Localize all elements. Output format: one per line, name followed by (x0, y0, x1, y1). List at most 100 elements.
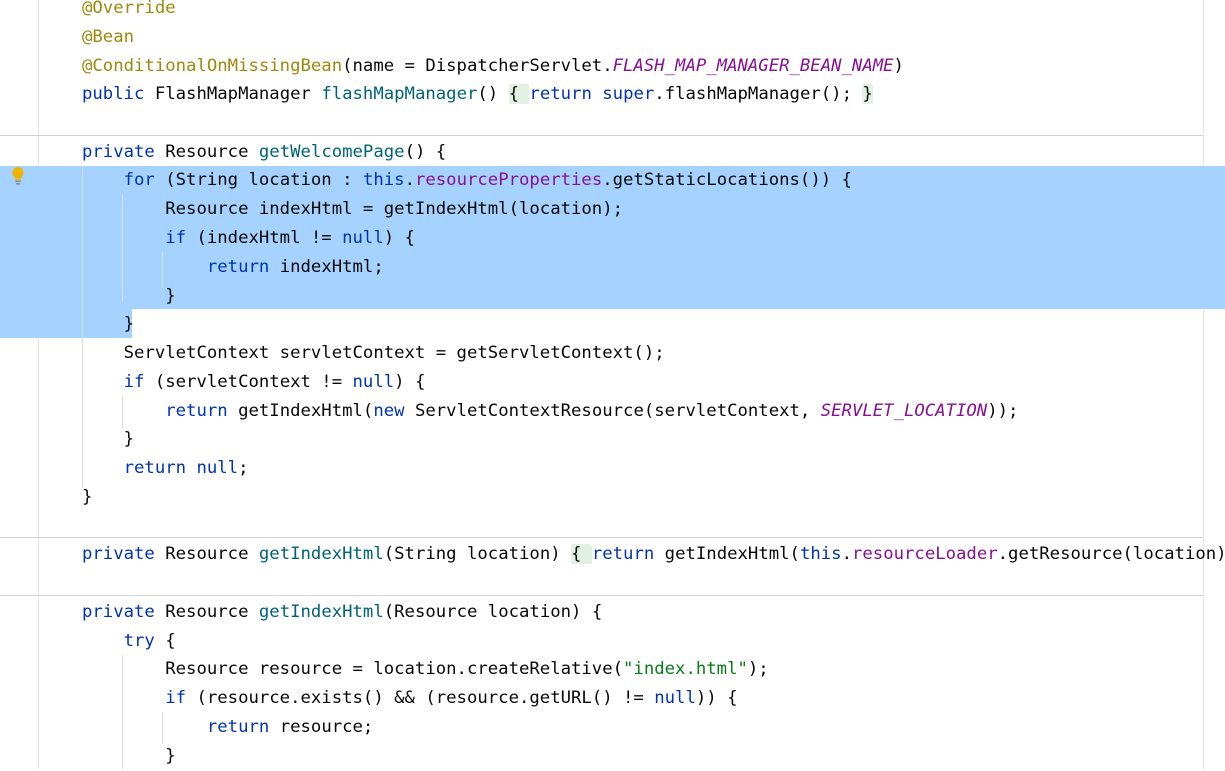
token-fold: { (508, 84, 530, 104)
gutter-divider (38, 0, 39, 769)
token: (name = DispatcherServlet. (342, 56, 613, 76)
token: (Resource location) { (383, 602, 603, 622)
code-line[interactable]: @ConditionalOnMissingBean(name = Dispatc… (0, 52, 1225, 81)
token-kw: if (165, 688, 187, 708)
token: ; (238, 458, 249, 478)
token: Resource indexHtml = getIndexHtml(locati… (82, 199, 624, 219)
token: ) { (394, 372, 426, 392)
token-kw: return (165, 401, 228, 421)
token-fn: getIndexHtml (258, 602, 384, 622)
code-line[interactable]: if (indexHtml != null) { (0, 224, 1225, 253)
token: indexHtml; (269, 257, 384, 277)
token-str: "index.html" (623, 659, 748, 679)
token: getIndexHtml( (227, 401, 374, 421)
token: (servletContext != (144, 372, 353, 392)
token-kw: this (799, 544, 842, 564)
token-kw: this (362, 170, 405, 190)
token: { (154, 631, 176, 651)
token: . (841, 544, 852, 564)
token-kw: return (206, 717, 270, 737)
code-line[interactable]: private Resource getIndexHtml(String loc… (0, 540, 1225, 569)
code-line[interactable]: return indexHtml; (0, 253, 1225, 282)
selection-highlight (0, 194, 1225, 309)
token: Resource (154, 142, 259, 162)
code-line[interactable]: return getIndexHtml(new ServletContextRe… (0, 397, 1225, 426)
token-ann: @Bean (82, 27, 135, 47)
token-kw: new (373, 401, 405, 421)
token: Resource (154, 544, 259, 564)
code-line[interactable]: Resource indexHtml = getIndexHtml(locati… (0, 195, 1225, 224)
token-kw: null (342, 228, 384, 248)
code-line[interactable]: if (servletContext != null) { (0, 368, 1225, 397)
lightbulb-icon[interactable] (11, 166, 25, 186)
code-line[interactable]: } (0, 310, 1225, 339)
code-line[interactable]: } (0, 742, 1225, 771)
code-line[interactable]: Resource resource = location.createRelat… (0, 655, 1225, 684)
token-kw: if (123, 372, 145, 392)
token: (String location : (154, 170, 363, 190)
code-line[interactable]: private Resource getIndexHtml(Resource l… (0, 598, 1225, 627)
code-line[interactable]: for (String location : this.resourceProp… (0, 166, 1225, 195)
code-line[interactable]: return null; (0, 454, 1225, 483)
token: . (404, 170, 415, 190)
token: Resource resource = location.createRelat… (82, 659, 624, 679)
token (82, 458, 124, 478)
code-line[interactable]: try { (0, 627, 1225, 656)
indent-guide (122, 396, 123, 428)
token: ) { (383, 228, 415, 248)
token: ); (747, 659, 769, 679)
code-line[interactable]: @Override (0, 0, 1225, 23)
token-field: resourceLoader (851, 544, 998, 564)
code-line[interactable]: return resource; (0, 713, 1225, 742)
code-line[interactable]: @Bean (0, 23, 1225, 52)
token: (indexHtml != (186, 228, 343, 248)
token: } (82, 746, 176, 766)
token (82, 228, 165, 248)
code-line[interactable]: } (0, 483, 1225, 512)
token-kw: return (591, 544, 655, 564)
token: () (477, 84, 509, 104)
token: .flashMapManager(); (654, 84, 863, 104)
indent-guide (162, 712, 163, 744)
token-kw: for (123, 170, 155, 190)
token (82, 257, 207, 277)
token: ServletContext servletContext = getServl… (82, 343, 665, 363)
code-line[interactable]: public FlashMapManager flashMapManager()… (0, 80, 1225, 109)
token-kw: try (123, 631, 155, 651)
token-const: FLASH_MAP_MANAGER_BEAN_NAME (612, 56, 894, 76)
token: getIndexHtml( (654, 544, 800, 564)
token: Resource (154, 602, 259, 622)
token: resource; (269, 717, 374, 737)
code-line[interactable]: if (resource.exists() && (resource.getUR… (0, 684, 1225, 713)
token: } (82, 286, 176, 306)
token: ServletContextResource(servletContext, (404, 401, 821, 421)
token-fold: } (862, 84, 873, 104)
code-line[interactable]: private Resource getWelcomePage() { (0, 138, 1225, 167)
token-kw: return (529, 84, 592, 104)
code-line[interactable]: ServletContext servletContext = getServl… (0, 339, 1225, 368)
token-ann: @Override (82, 0, 176, 18)
token-kw: super (602, 84, 655, 104)
indent-guide (122, 194, 123, 302)
selection-highlight (0, 309, 132, 338)
token (82, 401, 165, 421)
token (82, 372, 124, 392)
token: (String location) (383, 544, 572, 564)
token-fn: flashMapManager (321, 84, 478, 104)
method-separator (0, 537, 1203, 538)
token: .getStaticLocations()) { (602, 170, 852, 190)
code-line[interactable]: } (0, 282, 1225, 311)
token (82, 688, 165, 708)
indent-guide (82, 166, 83, 488)
method-separator (0, 135, 1203, 136)
token: } (82, 314, 135, 334)
token: (resource.exists() && (resource.getURL()… (186, 688, 655, 708)
token (186, 458, 196, 478)
token-field: resourceProperties (414, 170, 603, 190)
token: .getResource(location)); (997, 544, 1225, 564)
token: ) (893, 56, 904, 76)
token: } (82, 487, 93, 507)
code-line[interactable]: } (0, 425, 1225, 454)
token-fn: getWelcomePage (258, 142, 405, 162)
token-kw: private (82, 142, 155, 162)
